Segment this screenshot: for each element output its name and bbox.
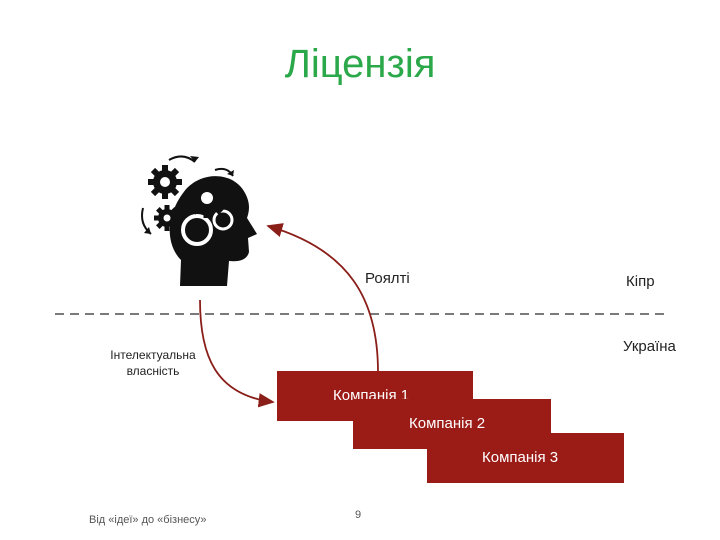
slide-title: Ліцензія bbox=[284, 42, 436, 86]
cyprus-label: Кіпр bbox=[626, 273, 655, 290]
royalty-arrow bbox=[266, 223, 379, 373]
ukraine-label: Україна bbox=[623, 338, 676, 355]
page-number: 9 bbox=[355, 509, 362, 521]
footer-text: Від «ідеї» до «бізнесу» bbox=[89, 514, 207, 526]
intellectual-property-label: Інтелектуальна власність bbox=[98, 347, 208, 379]
ip-label-line1: Інтелектуальна bbox=[110, 348, 196, 362]
ip-label-line2: власність bbox=[126, 364, 180, 378]
company-3-label: Компанія 3 bbox=[482, 449, 559, 466]
ip-arrow bbox=[199, 299, 275, 408]
head-with-gears-icon bbox=[141, 155, 257, 286]
royalty-label: Роялті bbox=[365, 270, 410, 287]
company-2-label: Компанія 2 bbox=[409, 415, 486, 432]
company-3-box: Компанія 3 bbox=[427, 433, 624, 483]
